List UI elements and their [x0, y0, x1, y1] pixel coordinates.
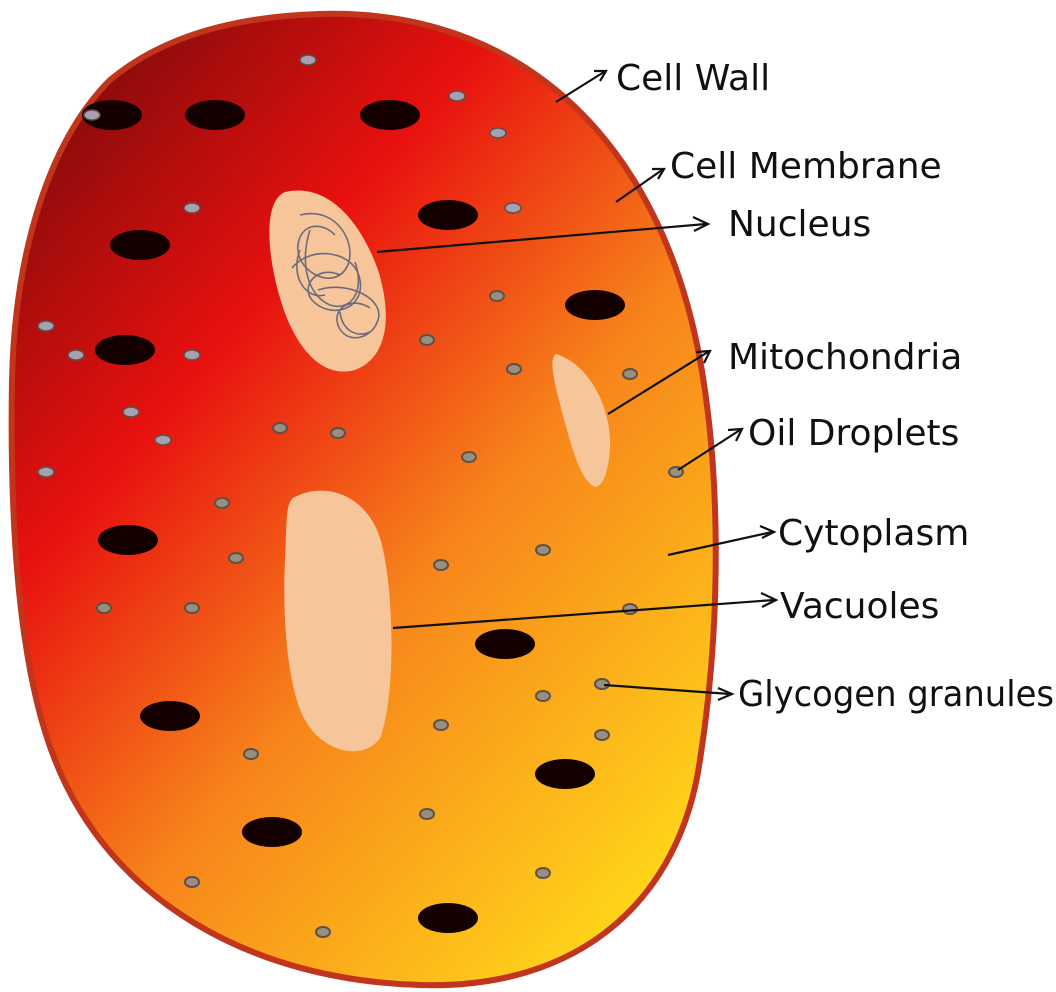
oil-droplet [433, 719, 449, 731]
oil-droplet [433, 559, 449, 571]
label-oil-droplets: Oil Droplets [748, 413, 959, 454]
label-nucleus: Nucleus [728, 204, 871, 245]
dark-granule [242, 817, 302, 847]
oil-droplet [419, 334, 435, 346]
oil-droplet [489, 290, 505, 302]
oil-droplet [214, 497, 230, 509]
oil-droplet [535, 690, 551, 702]
gray-granule [183, 349, 201, 361]
labels: Cell Wall Cell Membrane Nucleus Mitochon… [616, 58, 1054, 715]
dark-granule [110, 230, 170, 260]
cell-body [8, 10, 719, 989]
oil-droplet [184, 876, 200, 888]
chromatin-threads [291, 212, 380, 339]
leader-oil-droplets [677, 427, 744, 471]
dark-granule [418, 903, 478, 933]
oil-droplets [96, 290, 684, 938]
oil-droplet [622, 368, 638, 380]
leader-vacuoles [392, 592, 779, 630]
leader-cell-wall [555, 69, 608, 103]
label-cell-wall: Cell Wall [616, 58, 770, 99]
dark-granule [360, 100, 420, 130]
leader-cytoplasm [667, 524, 777, 557]
dark-granule [418, 200, 478, 230]
gray-granule [504, 202, 522, 214]
label-cytoplasm: Cytoplasm [778, 513, 969, 554]
dark-granule [140, 701, 200, 731]
oil-droplet [461, 451, 477, 463]
gray-granules [37, 54, 522, 478]
gray-granule [37, 320, 55, 332]
leader-glycogen-granules [603, 683, 735, 702]
nucleus [269, 190, 386, 372]
gray-granule [299, 54, 317, 66]
oil-droplet [535, 544, 551, 556]
mitochondrion [552, 354, 611, 487]
oil-droplet [594, 678, 610, 690]
oil-droplet [184, 602, 200, 614]
dark-granule [185, 100, 245, 130]
oil-droplet [622, 603, 638, 615]
dark-granules [82, 100, 625, 933]
dark-granule [565, 290, 625, 320]
leader-cell-membrane [615, 167, 666, 203]
dark-granule [475, 629, 535, 659]
gray-granule [67, 349, 85, 361]
leader-nucleus [376, 216, 711, 254]
vacuole [284, 490, 392, 752]
dark-granule [535, 759, 595, 789]
gray-granule [37, 466, 55, 478]
oil-droplet [330, 427, 346, 439]
oil-droplet [535, 867, 551, 879]
dark-granule [95, 335, 155, 365]
leader-mitochondria [607, 349, 712, 415]
dark-granule [98, 525, 158, 555]
label-vacuoles: Vacuoles [780, 586, 939, 627]
leader-lines [376, 69, 779, 702]
gray-granule [122, 406, 140, 418]
gray-granule [489, 127, 507, 139]
oil-droplet [243, 748, 259, 760]
dark-granule [82, 100, 142, 130]
gray-granule [83, 109, 101, 121]
oil-droplet [594, 729, 610, 741]
oil-droplet [315, 926, 331, 938]
label-cell-membrane: Cell Membrane [670, 146, 942, 187]
label-glycogen-granules: Glycogen granules [738, 674, 1054, 715]
gray-granule [183, 202, 201, 214]
oil-droplet [506, 363, 522, 375]
nucleus-body [269, 190, 386, 372]
oil-droplet [419, 808, 435, 820]
label-mitochondria: Mitochondria [728, 337, 962, 378]
gray-granule [448, 90, 466, 102]
oil-droplet [228, 552, 244, 564]
gray-granule [154, 434, 172, 446]
oil-droplet [96, 602, 112, 614]
oil-droplet [272, 422, 288, 434]
